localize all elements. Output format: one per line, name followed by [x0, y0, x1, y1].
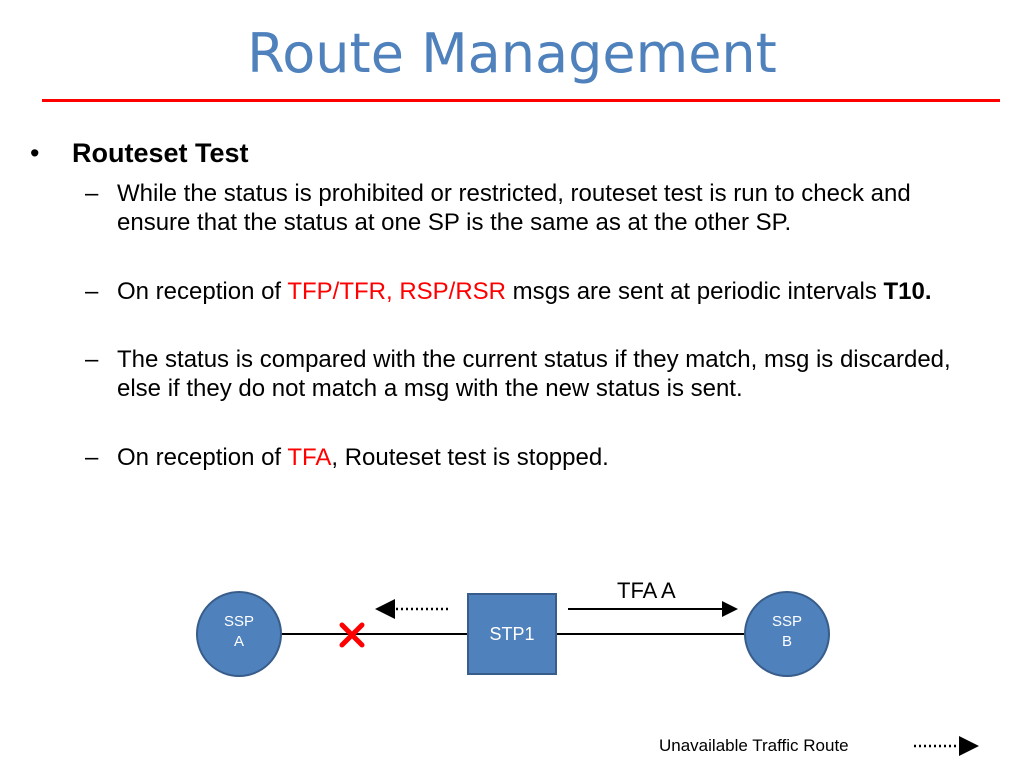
title-divider — [42, 99, 1000, 102]
sub-item-text-part: msgs are sent at periodic intervals — [506, 278, 884, 305]
sub-item-text: On reception of TFP/TFR, RSP/RSR msgs ar… — [117, 277, 987, 306]
highlight-text: TFA — [287, 444, 332, 471]
ssp-a-label-line2: A — [233, 633, 244, 650]
ssp-b-label-line2: B — [781, 633, 792, 650]
bullet-heading: Routeset Test — [72, 138, 249, 168]
ssp-b-label-line1: SSP — [771, 613, 802, 630]
legend-label: Unavailable Traffic Route — [659, 736, 849, 755]
tfa-label: TFA A — [617, 578, 676, 603]
sub-item-text-part: On reception of — [117, 444, 288, 471]
ssp-a-label: SSP A — [209, 612, 269, 652]
fail-mark-icon — [339, 622, 365, 648]
ssp-b-label: SSP B — [757, 612, 817, 652]
sub-item-text-part: , Routeset test is stopped. — [331, 444, 609, 471]
sub-item-dash: – — [85, 444, 99, 471]
sub-item-text-part: The status is compared with the current … — [117, 346, 951, 402]
sub-item-text-part: On reception of — [117, 278, 288, 305]
highlight-text: TFP/TFR, RSP/RSR — [287, 278, 507, 305]
sub-item-dash: – — [85, 278, 99, 305]
ssp-a-label-line1: SSP — [223, 613, 254, 630]
sub-item-text-part: While the status is prohibited or restri… — [117, 180, 911, 236]
stp1-label: STP1 — [489, 624, 535, 644]
sub-item-dash: – — [85, 180, 99, 207]
sub-item-text: While the status is prohibited or restri… — [117, 179, 987, 237]
sub-item-text: On reception of TFA, Routeset test is st… — [117, 443, 987, 472]
sub-item-text: The status is compared with the current … — [117, 345, 987, 403]
sub-item-dash: – — [85, 346, 99, 373]
bullet-marker: • — [30, 138, 40, 168]
slide-title: Route Management — [247, 22, 777, 85]
bold-text: T10. — [883, 278, 932, 305]
